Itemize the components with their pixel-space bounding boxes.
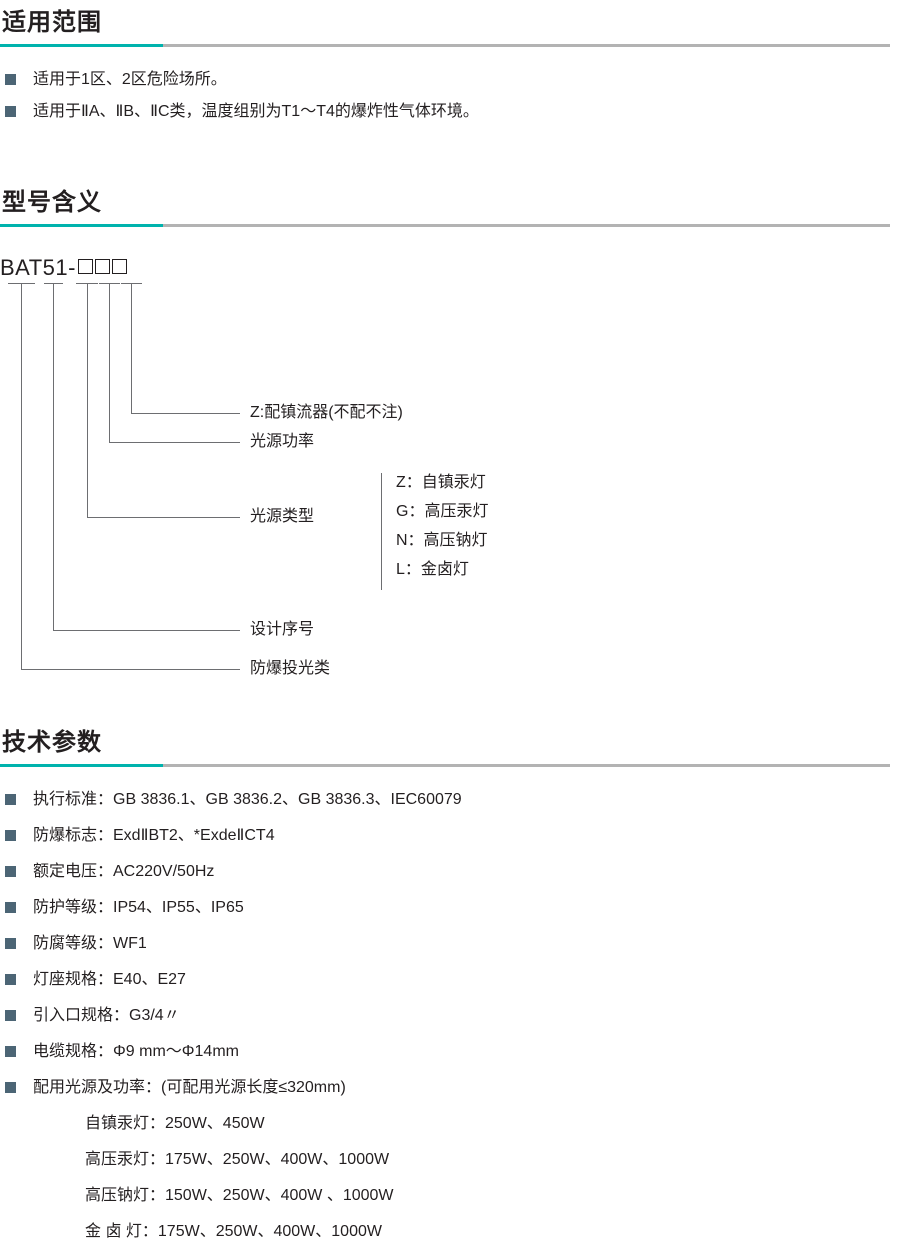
list-item: 防爆标志：ExdⅡBT2、*ExdeⅡCT4	[0, 825, 900, 847]
list-item: 额定电压：AC220V/50Hz	[0, 861, 900, 883]
bullet-square-icon	[5, 866, 16, 877]
tech-bullet-text: 防爆标志：ExdⅡBT2、*ExdeⅡCT4	[33, 827, 275, 844]
list-item: 适用于1区、2区危险场所。	[0, 69, 900, 91]
leader-line-h-4	[109, 442, 240, 444]
bullet-square-icon	[5, 74, 16, 85]
lamp-power-line: 高压钠灯：150W、250W、400W 、1000W	[85, 1187, 394, 1204]
model-code-box-3	[111, 259, 127, 274]
tech-bullet-text: 配用光源及功率：(可配用光源长度≤320mm)	[33, 1079, 346, 1096]
leader-line-v-5	[131, 283, 133, 413]
section-divider-tech	[0, 764, 890, 767]
section-divider-scope	[0, 44, 890, 47]
bullet-square-icon	[5, 106, 16, 117]
leader-line-h-5	[131, 413, 240, 415]
bullet-square-icon	[5, 902, 16, 913]
lamp-type-options: Z：自镇汞灯 G：高压汞灯 N：高压钠灯 L：金卤灯	[396, 468, 488, 584]
leader-line-h-2	[53, 630, 240, 632]
tech-bullet-text: 电缆规格：Φ9 mm～Φ14mm	[33, 1043, 239, 1060]
model-code-box-2	[94, 259, 110, 274]
scope-bullet-list: 适用于1区、2区危险场所。 适用于ⅡA、ⅡB、ⅡC类，温度组别为T1～T4的爆炸…	[0, 69, 900, 123]
lamp-type-option: G：高压汞灯	[396, 503, 489, 520]
list-item: 电缆规格：Φ9 mm～Φ14mm	[0, 1041, 900, 1063]
tech-bullet-text: 灯座规格：E40、E27	[33, 971, 186, 988]
tech-bullet-list: 执行标准：GB 3836.1、GB 3836.2、GB 3836.3、IEC60…	[0, 789, 900, 1243]
bullet-square-icon	[5, 830, 16, 841]
list-item: 灯座规格：E40、E27	[0, 969, 900, 991]
tech-bullet-text: 执行标准：GB 3836.1、GB 3836.2、GB 3836.3、IEC60…	[33, 791, 462, 808]
lamp-power-line: 高压汞灯：175W、250W、400W、1000W	[85, 1151, 390, 1168]
tech-bullet-text: 防护等级：IP54、IP55、IP65	[33, 899, 244, 916]
leader-line-v-1	[21, 283, 23, 669]
diagram-label-lamp-power: 光源功率	[250, 433, 315, 450]
scope-bullet-text: 适用于1区、2区危险场所。	[33, 71, 227, 88]
diagram-label-design-serial: 设计序号	[250, 621, 315, 638]
tech-bullet-text: 引入口规格：G3/4〃	[33, 1007, 180, 1024]
leader-line-v-4	[109, 283, 111, 442]
leader-line-h-1	[21, 669, 240, 671]
bullet-square-icon	[5, 1046, 16, 1057]
model-designation-diagram: BAT51- Z:配镇流器(不配不注) 光源功率 光源类型 设计序号 防爆投光类…	[0, 255, 900, 695]
bullet-square-icon	[5, 938, 16, 949]
section-divider-model	[0, 224, 890, 227]
scope-bullet-text: 适用于ⅡA、ⅡB、ⅡC类，温度组别为T1～T4的爆炸性气体环境。	[33, 103, 479, 120]
model-code: BAT51-	[0, 255, 127, 281]
lamp-power-line: 自镇汞灯：250W、450W	[85, 1115, 265, 1132]
lamp-type-option: Z：自镇汞灯	[396, 474, 486, 491]
model-code-box-1	[77, 259, 93, 274]
list-item: 引入口规格：G3/4〃	[0, 1005, 900, 1027]
section-scope: 适用范围 适用于1区、2区危险场所。 适用于ⅡA、ⅡB、ⅡC类，温度组别为T1～…	[0, 8, 900, 133]
bullet-square-icon	[5, 1010, 16, 1021]
leader-line-h-3	[87, 517, 240, 519]
list-item: 防护等级：IP54、IP55、IP65	[0, 897, 900, 919]
lamp-type-option: N：高压钠灯	[396, 532, 488, 549]
lamp-type-option: L：金卤灯	[396, 561, 469, 578]
section-title-scope: 适用范围	[2, 9, 102, 36]
section-title-tech: 技术参数	[2, 729, 102, 756]
section-title-model: 型号含义	[2, 189, 102, 216]
options-bracket-bar	[381, 473, 383, 590]
tech-bullet-text: 额定电压：AC220V/50Hz	[33, 863, 215, 880]
bullet-square-icon	[5, 974, 16, 985]
list-item: 配用光源及功率：(可配用光源长度≤320mm)	[0, 1077, 900, 1099]
list-item: 防腐等级：WF1	[0, 933, 900, 955]
lamp-power-line: 金 卤 灯：175W、250W、400W、1000W	[85, 1223, 382, 1240]
bullet-square-icon	[5, 794, 16, 805]
leader-line-v-2	[53, 283, 55, 630]
leader-line-v-3	[87, 283, 89, 517]
section-model: 型号含义	[0, 188, 900, 227]
section-tech: 技术参数 执行标准：GB 3836.1、GB 3836.2、GB 3836.3、…	[0, 728, 900, 1257]
list-item: 适用于ⅡA、ⅡB、ⅡC类，温度组别为T1～T4的爆炸性气体环境。	[0, 101, 900, 123]
diagram-label-ballast: Z:配镇流器(不配不注)	[250, 404, 403, 421]
tech-bullet-text: 防腐等级：WF1	[33, 935, 147, 952]
diagram-label-lamp-type: 光源类型	[250, 508, 315, 525]
diagram-label-category: 防爆投光类	[250, 660, 331, 677]
bullet-square-icon	[5, 1082, 16, 1093]
model-code-prefix: BAT51-	[0, 255, 76, 280]
list-item: 执行标准：GB 3836.1、GB 3836.2、GB 3836.3、IEC60…	[0, 789, 900, 811]
